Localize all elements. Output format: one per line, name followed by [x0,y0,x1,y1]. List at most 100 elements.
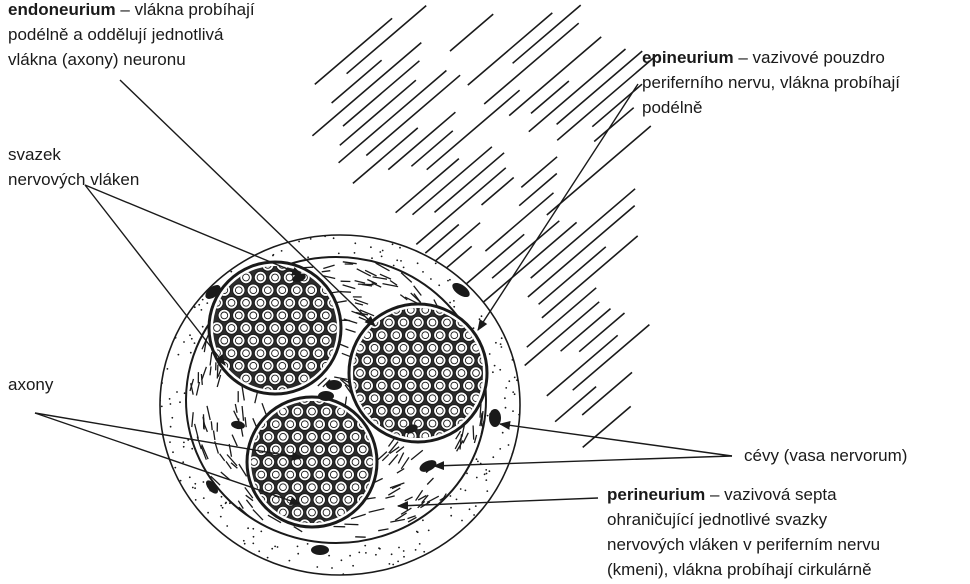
stipple-dot [183,277,185,279]
axon [335,481,347,493]
stipple-dot [445,240,447,242]
stipple-dot [494,312,496,314]
fiber-line [542,236,638,318]
stipple-dot [189,283,191,285]
stipple-dot [481,315,483,317]
axon [254,347,266,359]
stipple-dot [512,527,514,529]
axon [262,431,274,443]
stipple-dot [247,527,249,529]
label-cevy: cévy (vasa nervorum) [744,443,907,468]
stipple-dot [169,441,171,443]
stipple-dot [447,280,449,282]
stipple-dot [197,240,199,242]
fiber-line [427,90,520,170]
axon [313,418,325,430]
stipple-dot [375,554,377,556]
axon [240,322,252,334]
stipple-dot [274,546,276,548]
stipple-dot [164,318,166,320]
cevy-text: cévy (vasa nervorum) [744,443,907,468]
stipple-dot [213,533,215,535]
stipple-dot [194,342,196,344]
stipple-dot [496,560,498,562]
stipple-dot [167,368,169,370]
fiber-line [509,37,601,116]
axon [342,468,354,480]
stipple-dot [454,570,456,572]
stipple-dot [448,560,450,562]
stipple-dot [458,249,460,251]
endoneurium-dash [473,426,474,440]
stipple-dot [258,570,260,572]
axon [434,405,446,417]
stipple-dot [430,278,432,280]
stipple-dot [180,321,182,323]
stipple-dot [398,547,400,549]
perineurium-desc-3: nervových vláken v periferním nervu [607,532,880,557]
stipple-dot [253,241,255,243]
axon [383,316,395,328]
stipple-dot [492,371,494,373]
stipple-dot [384,571,386,573]
stipple-dot [310,238,312,240]
label-svazek: svazek nervových vláken [8,142,139,192]
stipple-dot [462,558,464,560]
axon [412,367,424,379]
fiber-line [513,5,581,63]
axon [276,284,288,296]
axon [291,431,303,443]
stipple-dot [479,318,481,320]
stipple-dot [169,398,171,400]
fiber-line [573,325,650,391]
epineurium-desc-3: podélně [642,95,900,120]
endoneurium-desc-2: podélně a oddělují jednotlivá [8,22,255,47]
stipple-dot [508,319,510,321]
stipple-dot [400,235,402,237]
stipple-dot [271,548,273,550]
stipple-dot [487,415,489,417]
stipple-dot [501,346,503,348]
stipple-dot [456,499,458,501]
stipple-dot [486,473,488,475]
stipple-dot [499,448,501,450]
fascicle-right [347,304,490,443]
stipple-dot [203,497,205,499]
stipple-dot [194,487,196,489]
stipple-dot [514,456,516,458]
stipple-dot [207,512,209,514]
stipple-dot [417,531,419,533]
stipple-dot [485,506,487,508]
axon [269,297,281,309]
endoneurium-dash [200,521,208,531]
stipple-dot [203,481,205,483]
stipple-dot [358,552,360,554]
stipple-dot [220,245,222,247]
stipple-dot [161,406,163,408]
stipple-dot [227,562,229,564]
label-epineurium: epineurium – vazivové pouzdro periferníh… [642,45,900,120]
stipple-dot [243,540,245,542]
stipple-dot [166,339,168,341]
fiber-line [521,157,557,188]
stipple-dot [162,492,164,494]
stipple-dot [493,256,495,258]
axon [419,329,431,341]
stipple-dot [217,570,219,572]
stipple-dot [213,548,215,550]
stipple-dot [493,251,495,253]
stipple-dot [341,559,343,561]
axon [312,347,324,359]
stipple-dot [465,490,467,492]
stipple-dot [500,343,502,345]
endoneurium-dash [192,282,202,293]
stipple-dot [171,417,173,419]
pointer-svazek-2 [85,185,225,365]
axon [283,297,295,309]
axon [397,342,409,354]
endoneurium-dash [344,524,358,525]
axon [383,367,395,379]
stipple-dot [476,278,478,280]
stipple-dot [324,235,326,237]
fiber-line [471,222,576,312]
